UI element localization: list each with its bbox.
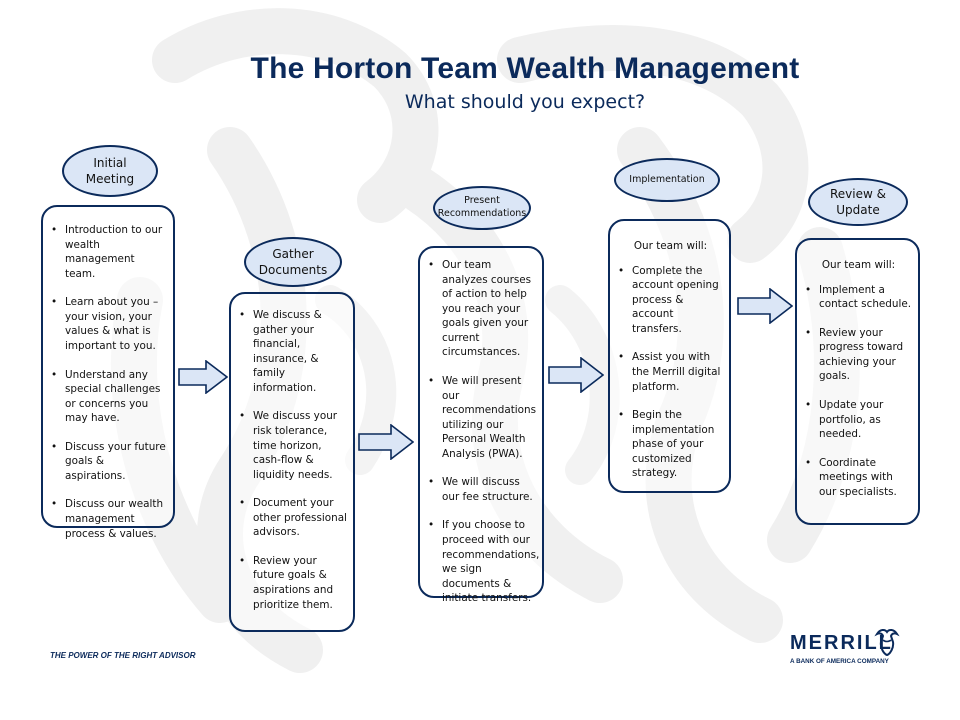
logo-wordmark: MERRILL xyxy=(790,632,893,654)
step-label: Gather Documents xyxy=(258,246,328,277)
bullet-list: Our team analyzes courses of action to h… xyxy=(428,258,539,606)
bullet-list: We discuss & gather your financial, insu… xyxy=(239,308,347,612)
list-item: If you choose to proceed with our recomm… xyxy=(428,518,539,605)
list-item: Learn about you – your vision, your valu… xyxy=(51,295,167,353)
list-item: We discuss & gather your financial, insu… xyxy=(239,308,347,395)
box-intro: Our team will: xyxy=(821,259,896,271)
oval-present-recommendations: Present Recommendations xyxy=(433,186,531,230)
bullet-list: Introduction to our wealth management te… xyxy=(51,223,167,541)
page-subtitle: What should you expect? xyxy=(404,91,646,113)
list-item: Review your progress toward achieving yo… xyxy=(805,326,912,384)
list-item: Complete the account opening process & a… xyxy=(618,264,723,337)
logo-subtitle: A BANK OF AMERICA COMPANY xyxy=(790,658,889,665)
step-label: Initial Meeting xyxy=(85,155,135,186)
list-item: Understand any special challenges or con… xyxy=(51,368,167,426)
flow-arrow-icon xyxy=(358,424,414,460)
box-implementation: Our team will: Complete the account open… xyxy=(608,219,731,493)
oval-initial-meeting: Initial Meeting xyxy=(62,145,158,197)
bullet-list: Complete the account opening process & a… xyxy=(618,264,723,481)
oval-gather-documents: Gather Documents xyxy=(244,237,342,287)
box-intro: Our team will: xyxy=(633,240,708,252)
page-title: The Horton Team Wealth Management xyxy=(250,52,800,85)
list-item: Implement a contact schedule. xyxy=(805,283,912,312)
box-initial-meeting: Introduction to our wealth management te… xyxy=(41,205,175,540)
oval-review-update: Review & Update xyxy=(808,178,908,226)
box-gather-documents: We discuss & gather your financial, insu… xyxy=(229,292,355,632)
box-present-recommendations: Our team analyzes courses of action to h… xyxy=(418,246,544,604)
list-item: We discuss your risk tolerance, time hor… xyxy=(239,409,347,482)
list-item: Document your other professional advisor… xyxy=(239,496,347,540)
box-review-update: Our team will: Implement a contact sched… xyxy=(795,238,920,525)
list-item: Review your future goals & aspirations a… xyxy=(239,554,347,612)
step-label: Review & Update xyxy=(830,186,886,217)
oval-implementation: Implementation xyxy=(614,158,720,202)
list-item: Update your portfolio, as needed. xyxy=(805,398,912,442)
flow-arrow-icon xyxy=(548,357,604,393)
step-label: Present Recommendations xyxy=(437,195,527,219)
list-item: Begin the implementation phase of your c… xyxy=(618,408,723,481)
list-item: Assist you with the Merrill digital plat… xyxy=(618,350,723,394)
list-item: We will discuss our fee structure. xyxy=(428,475,536,504)
list-item: Coordinate meetings with our specialists… xyxy=(805,456,912,500)
flow-arrow-icon xyxy=(178,360,228,394)
list-item: Discuss our wealth management process & … xyxy=(51,497,167,541)
flow-arrow-icon xyxy=(737,288,793,324)
bullet-list: Implement a contact schedule. Review you… xyxy=(805,283,912,500)
list-item: Introduction to our wealth management te… xyxy=(51,223,167,281)
step-label: Implementation xyxy=(629,173,705,185)
list-item: Discuss your future goals & aspirations. xyxy=(51,440,167,484)
footer-tagline: THE POWER OF THE RIGHT ADVISOR xyxy=(50,651,196,660)
bull-icon xyxy=(874,628,900,656)
merrill-logo: MERRILL A BANK OF AMERICA COMPANY xyxy=(790,628,915,670)
list-item: Our team analyzes courses of action to h… xyxy=(428,258,536,360)
list-item: We will present our recommendations util… xyxy=(428,374,536,461)
